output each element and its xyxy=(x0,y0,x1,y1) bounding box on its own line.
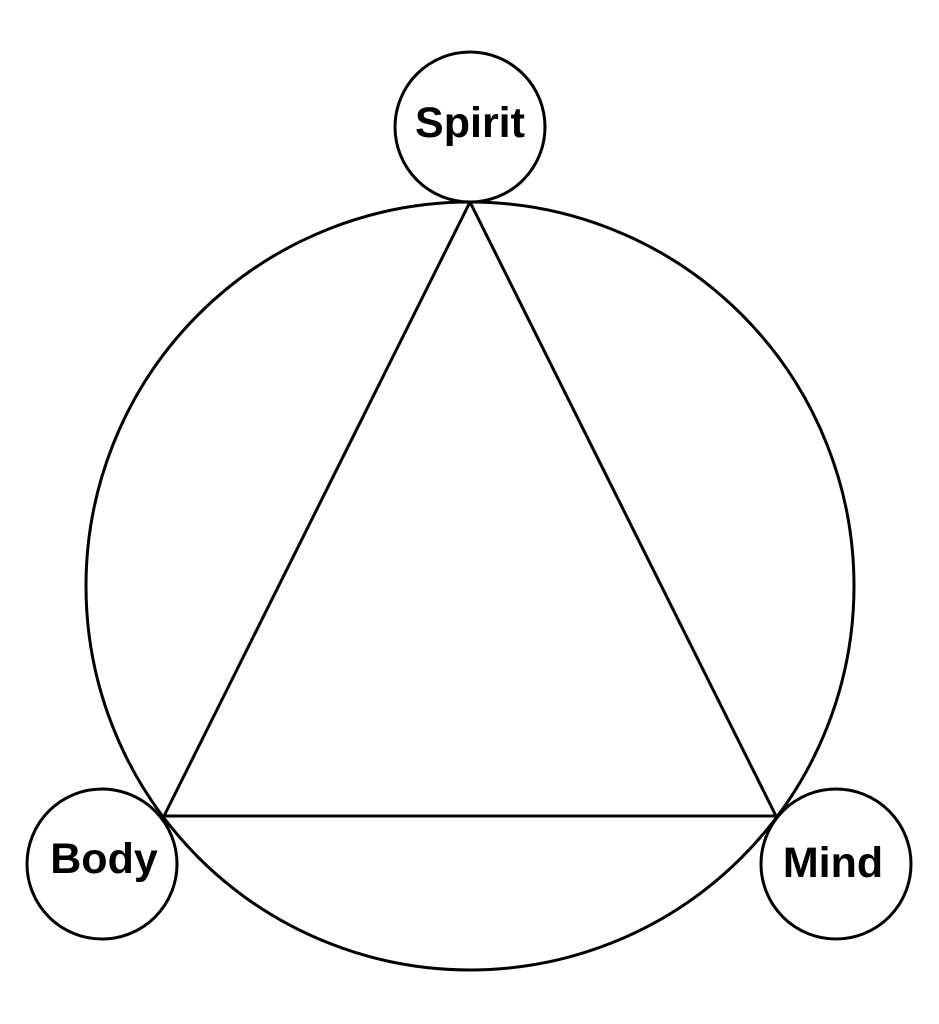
node-spirit-label: Spirit xyxy=(415,99,525,147)
node-mind-circle xyxy=(759,787,913,941)
edge-spirit-body xyxy=(162,201,472,817)
node-mind-label: Mind xyxy=(783,839,883,887)
node-body-label: Body xyxy=(50,835,158,883)
node-spirit[interactable]: Spirit xyxy=(393,50,547,204)
node-body[interactable]: Body xyxy=(25,787,179,941)
node-body-circle xyxy=(25,787,179,941)
node-mind[interactable]: Mind xyxy=(759,787,913,941)
edge-spirit-mind xyxy=(468,201,778,817)
enclosing-circle xyxy=(84,200,856,972)
triangle xyxy=(162,201,778,818)
node-spirit-circle xyxy=(393,50,547,204)
